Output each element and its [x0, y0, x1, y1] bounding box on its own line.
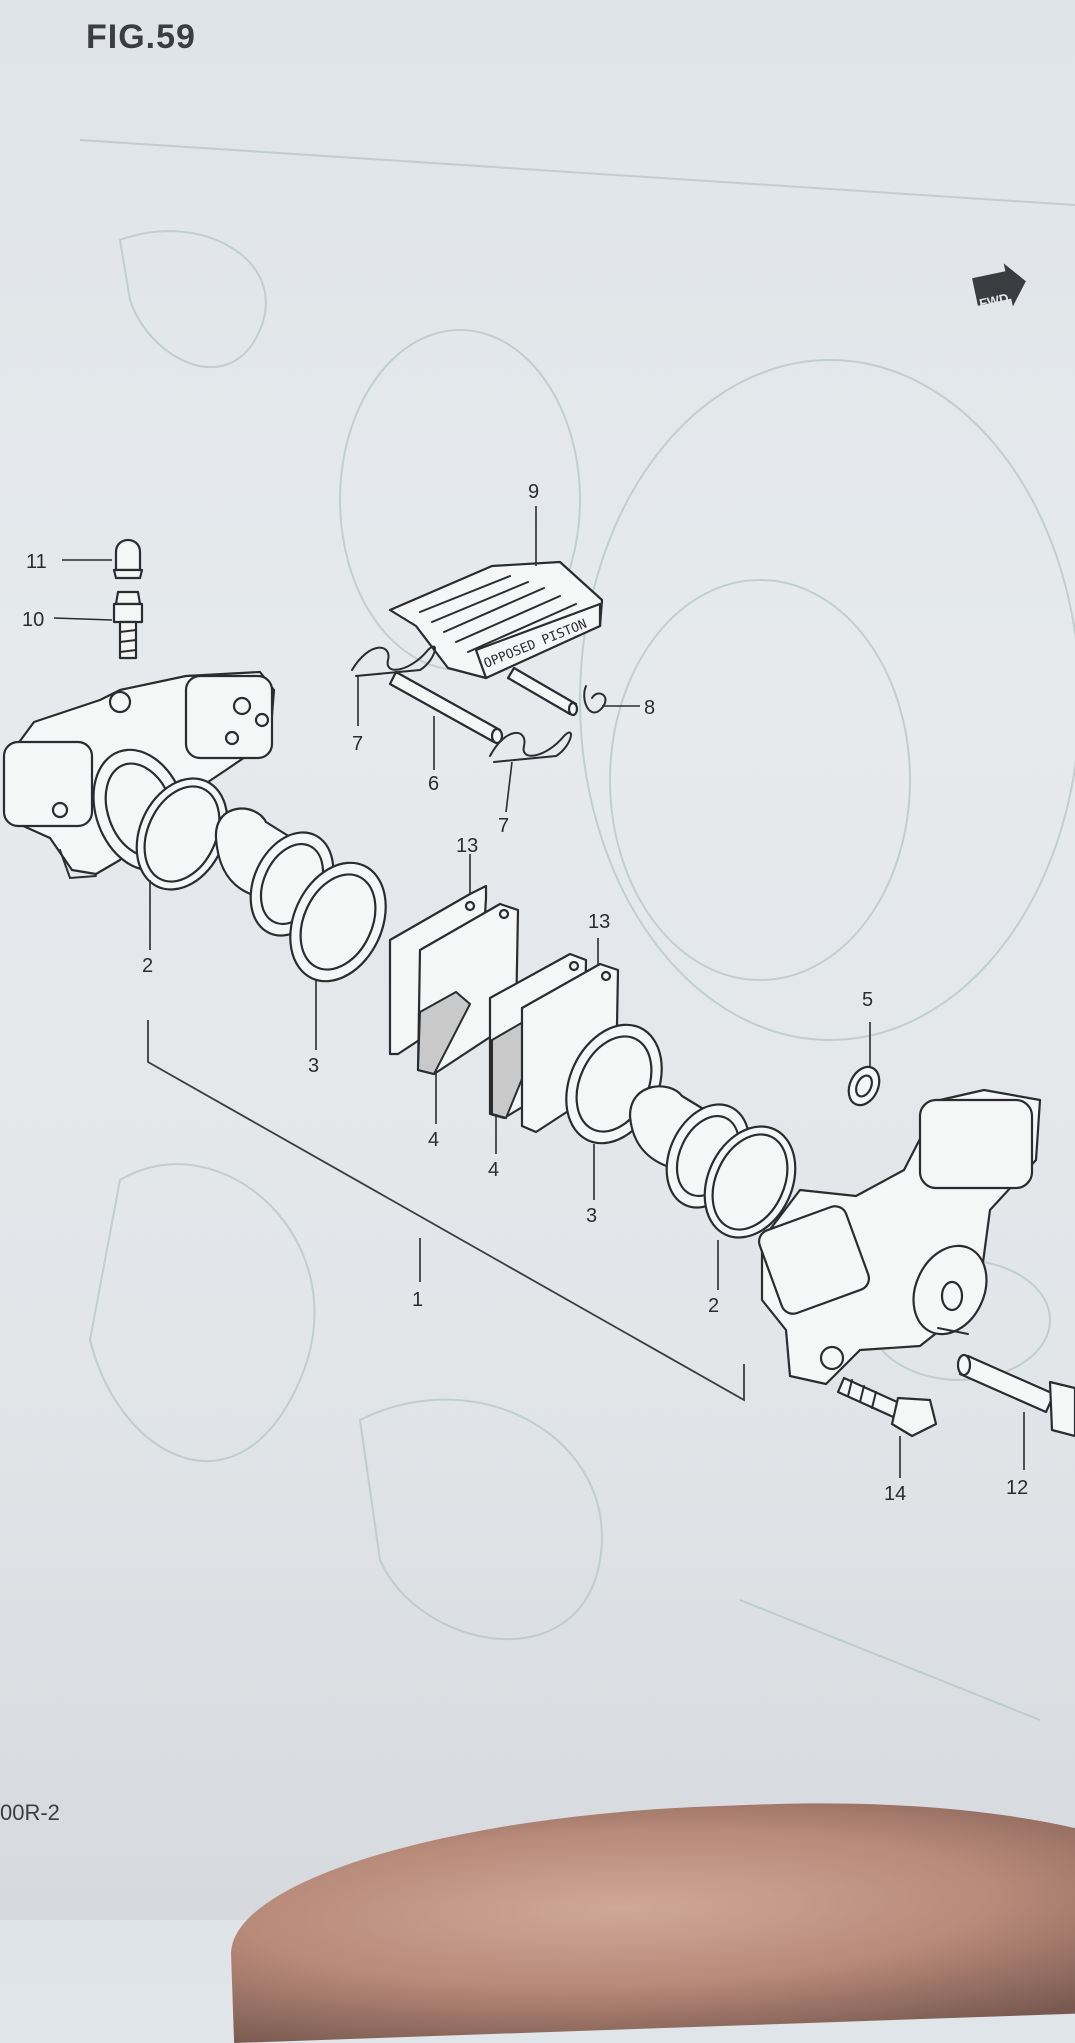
part-6-pad-pins [388, 666, 579, 745]
assembly-bracket [147, 1020, 745, 1402]
callout-9: 9 [528, 481, 539, 503]
part-2-piston-seal-left [135, 777, 229, 891]
parts-catalog-page: FIG.59 FWD [0, 18, 1075, 2043]
callout-4-right: 4 [488, 1159, 499, 1181]
callout-2-right: 2 [708, 1295, 719, 1317]
part-7-clip-lower [489, 731, 572, 763]
leader-lines [53, 506, 1025, 1478]
part-8-clip [583, 685, 607, 714]
figure-title: FIG.59 [86, 18, 196, 56]
callout-5: 5 [862, 989, 873, 1011]
callout-11: 11 [26, 551, 47, 573]
part-12-bolt [956, 1353, 1075, 1438]
fwd-badge-label: FWD [978, 290, 1010, 311]
part-2-piston-seal-right [703, 1125, 797, 1239]
callout-2-left: 2 [142, 955, 153, 977]
ghost-print [79, 139, 1075, 1721]
callout-7-upper: 7 [352, 733, 363, 755]
callout-13-left: 13 [456, 835, 478, 857]
part-14-bolt [836, 1376, 938, 1438]
part-5-washer [847, 1065, 881, 1107]
footer-code: 00R-2 [0, 1800, 60, 1825]
callout-13-right: 13 [588, 911, 610, 933]
callouts: 11 10 9 8 7 6 7 13 13 2 3 4 4 3 2 5 1 14… [22, 481, 1028, 1505]
part-11-bleeder-cap [112, 538, 144, 580]
callout-14: 14 [884, 1483, 906, 1505]
callout-1: 1 [412, 1289, 423, 1311]
part-10-bleeder-valve [112, 590, 144, 660]
left-caliper-half [2, 670, 276, 880]
callout-6: 6 [428, 773, 439, 795]
part-7-clip-upper [351, 645, 436, 677]
fwd-arrow-icon [972, 263, 1026, 307]
callout-7-lower: 7 [498, 815, 509, 837]
callout-10: 10 [22, 609, 44, 631]
part-3-piston-right [628, 1085, 751, 1209]
part-dust-seal-left [289, 861, 387, 983]
callout-3-left: 3 [308, 1055, 319, 1077]
callout-12: 12 [1006, 1477, 1028, 1499]
callout-3-right: 3 [586, 1205, 597, 1227]
right-caliper-half [758, 1088, 1042, 1386]
callout-8: 8 [644, 697, 655, 719]
callout-4-left: 4 [428, 1129, 439, 1151]
exploded-diagram: FWD [2, 139, 1075, 1721]
